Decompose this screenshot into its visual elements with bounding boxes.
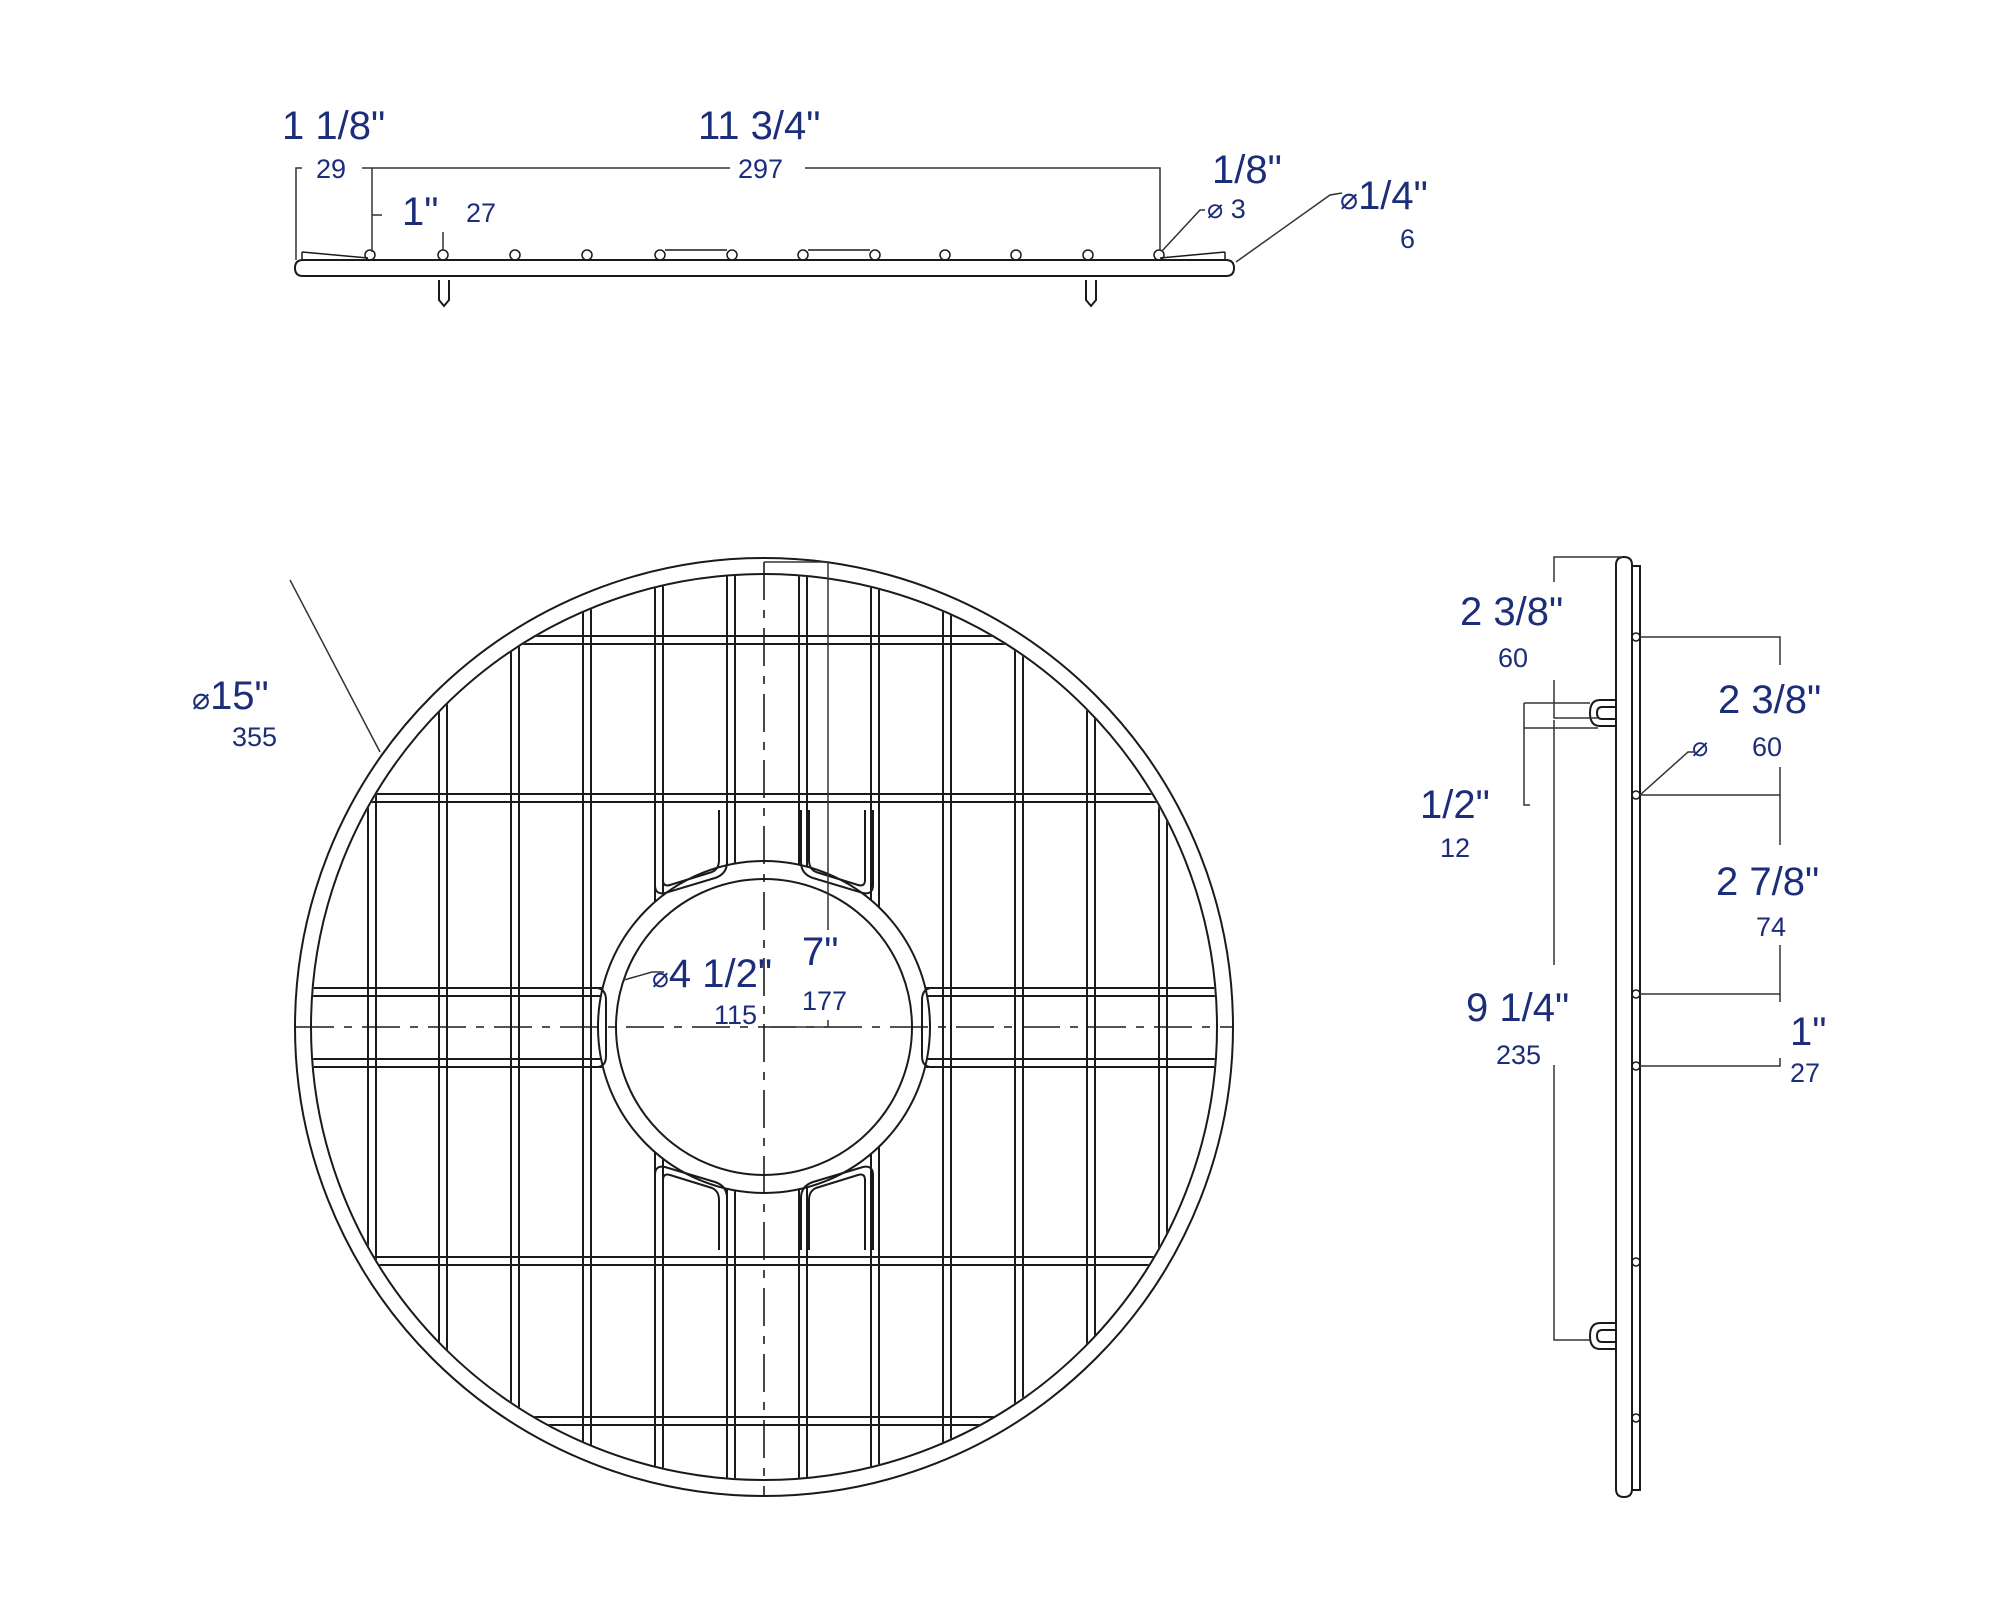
diameter-symbol-icon: ⌀ [192,683,211,716]
dot-spacing-2-imperial: 2 7/8" [1716,860,1820,904]
drain-diameter-imperial: ⌀4 1/2" [652,952,773,996]
wire-diameter-metric: ⌀ 3 [1207,194,1246,224]
wire-diameter-imperial: 1/8" [1212,148,1282,192]
dot-spacing-3-metric: 27 [1790,1058,1821,1088]
outer-diameter-metric: 355 [232,722,278,752]
hook-spacing-metric: 235 [1496,1040,1542,1070]
hook-width-metric: 12 [1440,833,1471,863]
width-imperial: 11 3/4" [698,104,821,148]
outer-diameter-imperial: ⌀15" [192,674,269,718]
side-view [1523,555,1781,1499]
diameter-symbol-icon: ⌀ [652,962,669,993]
center-offset-metric: 177 [802,986,848,1016]
hook-spacing-imperial: 9 1/4" [1466,986,1570,1030]
top-to-hook-imperial: 2 3/8" [1460,590,1564,634]
plan-view [289,557,1234,1497]
width-metric: 297 [738,154,784,184]
dot-diameter-symbol-icon: ⌀ [1692,732,1709,762]
rim-diameter-imperial: ⌀1/4" [1340,174,1428,218]
top-to-hook-metric: 60 [1498,643,1529,673]
dot-spacing-3-imperial: 1" [1790,1010,1827,1054]
dot-spacing-2-metric: 74 [1756,912,1787,942]
foot-height-metric: 27 [466,198,497,228]
rim-diameter-metric: 6 [1400,224,1416,254]
foot-height-imperial: 1" [402,190,439,234]
diameter-symbol-icon: ⌀ [1207,194,1224,224]
center-offset-imperial: 7" [802,930,839,974]
overall-height-imperial: 1 1/8" [282,104,386,148]
dot-spacing-1-metric: 60 [1752,732,1783,762]
hook-width-imperial: 1/2" [1420,783,1490,827]
diameter-symbol-icon: ⌀ [1340,183,1359,216]
overall-height-metric: 29 [316,154,347,184]
dot-spacing-1-imperial: 2 3/8" [1718,678,1822,722]
drain-diameter-metric: 115 [714,1000,758,1030]
top-elevation-view [293,167,1343,308]
